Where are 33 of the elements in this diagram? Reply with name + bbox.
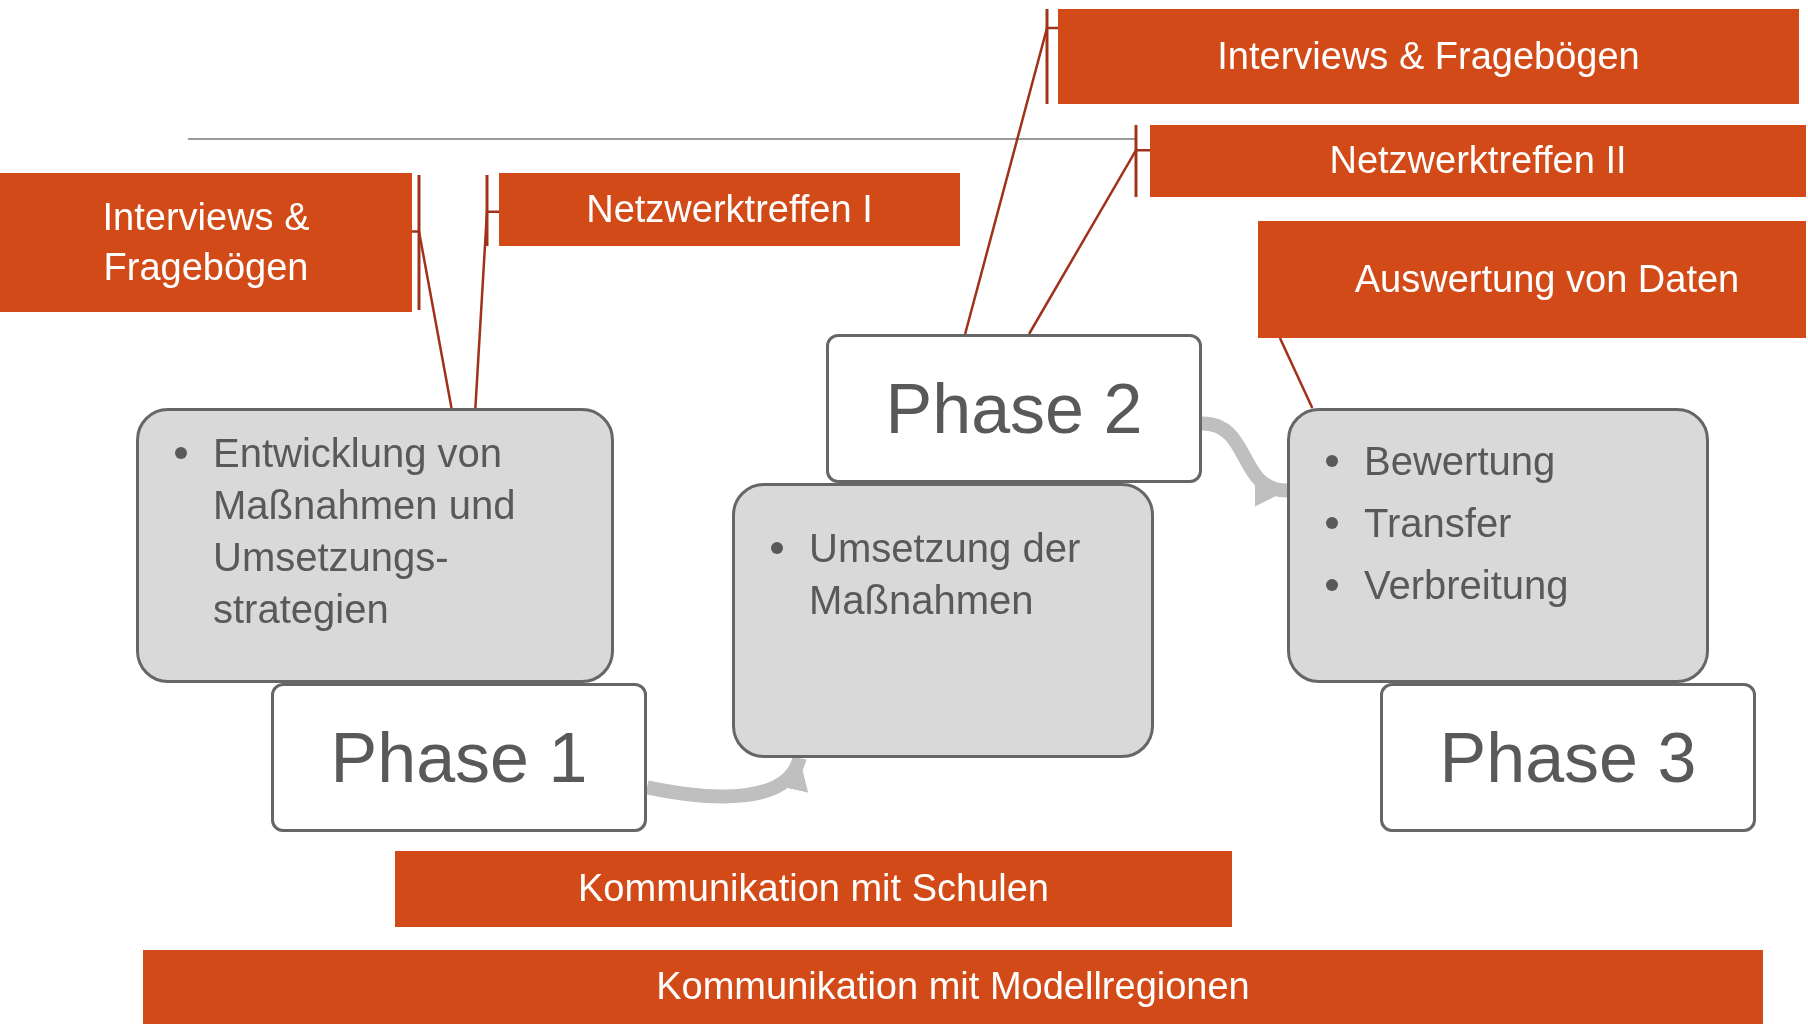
- callout-box: [1150, 125, 1806, 197]
- leader-line: [1278, 337, 1314, 409]
- callout-text: Netzwerktreffen II: [1329, 138, 1627, 184]
- phase-panel: [1287, 408, 1709, 683]
- callout-box: [1058, 9, 1799, 104]
- phase-box: [826, 334, 1202, 483]
- leader-line: [474, 210, 499, 409]
- callout-text: Kommunikation mit Schulen: [578, 866, 1049, 912]
- bullet-text: Umsetzung der Maßnahmen: [809, 525, 1082, 624]
- phase-panel: [732, 483, 1154, 758]
- callout-box: [143, 950, 1763, 1024]
- callout-box: [499, 173, 960, 246]
- phase-title: Phase 2: [885, 368, 1143, 449]
- callout-text: Kommunikation mit Modellregionen: [656, 964, 1250, 1010]
- bullet-text: Entwicklung von Maßnahmen und Umsetzungs- strategien: [213, 430, 517, 633]
- phase-panel: [136, 408, 614, 683]
- callout-text: Netzwerktreffen I: [586, 186, 873, 232]
- callout-text: Interviews & Fragebögen: [1217, 33, 1640, 79]
- leader-line: [412, 230, 453, 409]
- phase-title: Phase 3: [1439, 717, 1697, 798]
- bullet-text: Transfer: [1364, 500, 1512, 547]
- leader-line: [963, 26, 1058, 335]
- callout-box: [0, 173, 412, 312]
- callout-box: [395, 851, 1232, 927]
- callout-box: [1258, 221, 1806, 338]
- bullet-text: Bewertung: [1364, 438, 1556, 485]
- phase-box: [271, 683, 647, 832]
- leader-line: [1027, 148, 1150, 335]
- callout-text: Interviews & Fragebögen: [101, 195, 311, 290]
- callout-text: Auswertung von Daten: [1354, 256, 1740, 302]
- phase-title: Phase 1: [330, 717, 588, 798]
- bullet-text: Verbreitung: [1364, 562, 1569, 609]
- phase-box: [1380, 683, 1756, 832]
